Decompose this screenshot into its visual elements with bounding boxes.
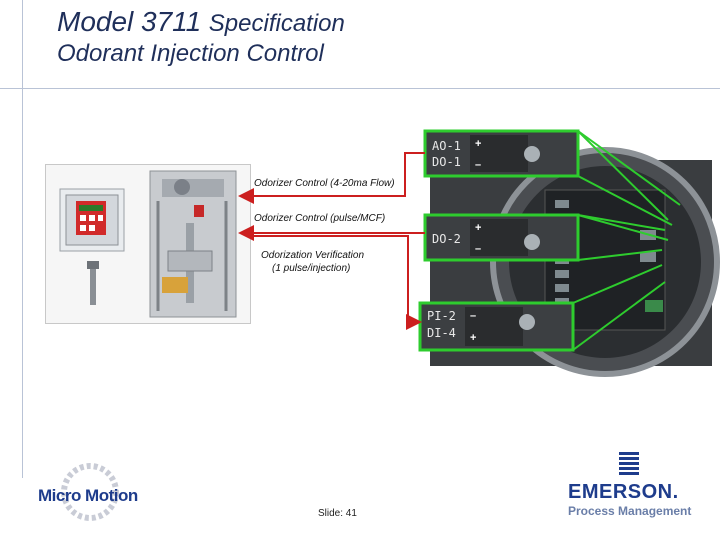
svg-text:+: + xyxy=(470,332,476,344)
emerson-wordmark: EMERSON. xyxy=(568,481,679,503)
terminal-pi2-label: PI-2 xyxy=(427,309,456,323)
label-odorizer-flow: Odorizer Control (4-20ma Flow) xyxy=(254,178,395,189)
emerson-subtitle: Process Management xyxy=(568,504,692,518)
header-horizontal-rule xyxy=(0,88,720,89)
terminal-block-do2: + – DO-2 xyxy=(423,213,580,262)
title-specification: Specification xyxy=(208,10,345,37)
title-model: Model 3711 xyxy=(57,6,202,37)
signal-arrows xyxy=(238,152,425,330)
svg-text:–: – xyxy=(475,243,481,255)
label-verification: Odorization Verification xyxy=(261,250,365,261)
micro-motion-wordmark: Micro Motion xyxy=(38,486,138,505)
label-odorizer-pulse: Odorizer Control (pulse/MCF) xyxy=(254,213,386,224)
svg-text:–: – xyxy=(475,159,481,171)
odorizer-equipment-photo xyxy=(45,164,251,324)
slide-number: Slide: 41 xyxy=(318,508,357,519)
left-vertical-rule xyxy=(22,0,23,478)
terminal-do2-label: DO-2 xyxy=(432,232,461,246)
terminal-di4-label: DI-4 xyxy=(427,326,456,340)
terminal-block-ao1-do1: + – AO-1 DO-1 xyxy=(423,129,580,178)
terminal-connector-lines xyxy=(572,130,681,351)
terminal-ao1-label: AO-1 xyxy=(432,139,461,153)
svg-text:+: + xyxy=(475,222,481,234)
terminal-block-pi2-di4: – + PI-2 DI-4 xyxy=(418,301,575,352)
emerson-logo xyxy=(565,448,695,526)
terminal-do1-label: DO-1 xyxy=(432,155,461,169)
micro-motion-logo xyxy=(22,462,172,522)
slide-subtitle: Odorant Injection Control xyxy=(57,40,324,67)
svg-text:+: + xyxy=(475,138,481,150)
slide-title: Model 3711 Specification xyxy=(57,6,345,38)
label-verification-sub: (1 pulse/injection) xyxy=(272,263,351,274)
svg-text:–: – xyxy=(470,310,476,322)
